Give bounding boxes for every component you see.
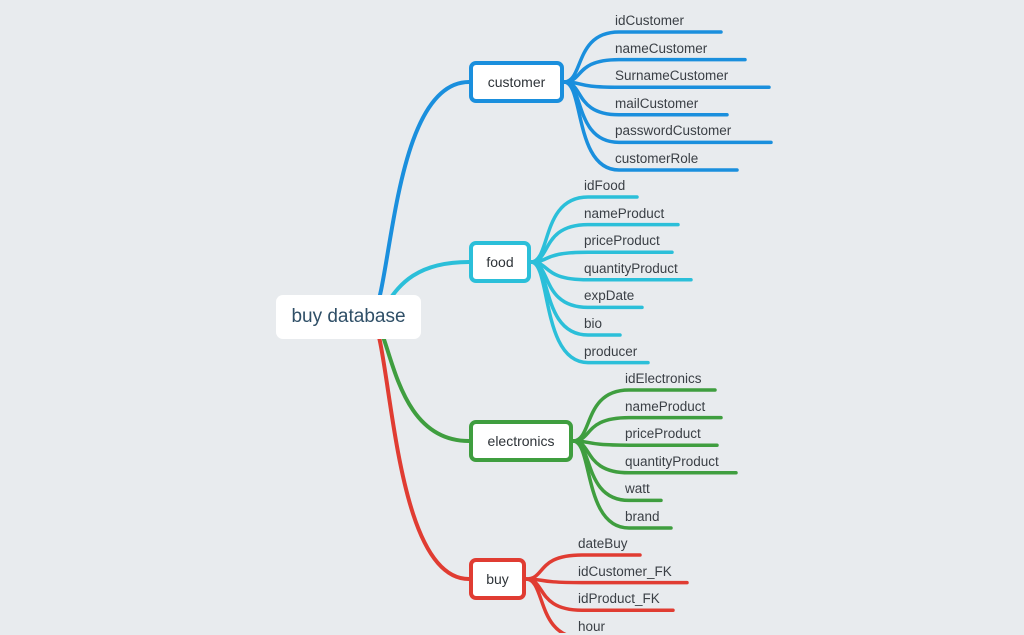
root-node[interactable]: buy database: [276, 295, 421, 339]
leaf-label-electronics[interactable]: priceProduct: [625, 426, 701, 442]
leaf-label-food[interactable]: idFood: [584, 178, 626, 193]
topic-label: food: [486, 254, 514, 270]
leaf-label-electronics[interactable]: nameProduct: [625, 398, 706, 414]
leaf-label-electronics[interactable]: brand: [625, 509, 660, 524]
branch-connector: [370, 315, 471, 581]
leaf-label-food[interactable]: expDate: [584, 288, 635, 304]
topic-label: buy: [486, 571, 509, 587]
leaf-label-food[interactable]: nameProduct: [584, 205, 665, 221]
leaf-label-food[interactable]: quantityProduct: [584, 260, 678, 276]
leaf-label-customer[interactable]: customerRole: [615, 151, 699, 166]
leaf-label-food[interactable]: priceProduct: [584, 233, 660, 249]
leaf-label-buy[interactable]: idProduct_FK: [578, 591, 660, 607]
leaf-label-customer[interactable]: SurnameCustomer: [615, 68, 729, 84]
leaf-label-electronics[interactable]: idElectronics: [625, 371, 702, 386]
leaf-connector: [529, 260, 650, 365]
leaf-label-buy[interactable]: idCustomer_FK: [578, 563, 672, 579]
topic-node-customer[interactable]: customer: [469, 61, 564, 103]
topic-node-electronics[interactable]: electronics: [469, 420, 573, 462]
leaf-label-customer[interactable]: nameCustomer: [615, 40, 708, 56]
leaf-label-customer[interactable]: idCustomer: [615, 13, 685, 28]
leaf-label-electronics[interactable]: watt: [625, 481, 650, 497]
leaf-label-food[interactable]: producer: [584, 343, 638, 359]
leaf-connector: [571, 439, 673, 530]
root-label: buy database: [291, 306, 406, 327]
topic-label: customer: [487, 74, 546, 90]
leaf-label-buy[interactable]: hour: [578, 618, 606, 634]
topic-node-food[interactable]: food: [469, 241, 531, 283]
branch-connector: [370, 80, 471, 319]
leaf-label-food[interactable]: bio: [584, 316, 603, 331]
leaf-connector: [562, 80, 739, 172]
leaf-connector: [524, 577, 567, 633]
leaf-label-buy[interactable]: dateBuy: [578, 536, 628, 551]
topic-node-buy[interactable]: buy: [469, 558, 526, 600]
leaf-label-electronics[interactable]: quantityProduct: [625, 453, 719, 469]
leaf-label-customer[interactable]: passwordCustomer: [615, 123, 732, 139]
topic-label: electronics: [487, 433, 555, 449]
leaf-label-customer[interactable]: mailCustomer: [615, 95, 699, 111]
